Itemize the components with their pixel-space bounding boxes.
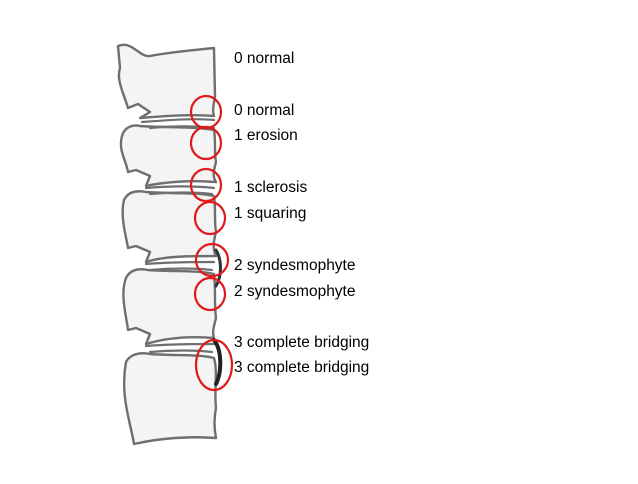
- grade-label-2: 0 normal: [234, 102, 295, 119]
- marker-circle-7: [194, 338, 234, 392]
- grade-label-6: 2 syndesmophyte: [234, 257, 356, 274]
- vertebrae: [116, 43, 218, 446]
- marker-circles: [189, 94, 234, 392]
- marker-circle-4: [193, 200, 227, 236]
- marker-circle-6: [193, 276, 227, 312]
- vertebra-4: [122, 268, 218, 346]
- grade-label-1: 0 normal: [234, 50, 295, 67]
- grade-label-8: 3 complete bridging: [234, 334, 370, 351]
- disc-2: [144, 185, 216, 190]
- disc-2-lower: [148, 191, 214, 196]
- grade-label-5: 1 squaring: [234, 205, 307, 222]
- vertebra-3: [121, 190, 218, 264]
- vertebra-5: [122, 352, 218, 446]
- marker-circle-5: [194, 242, 230, 278]
- disc-3: [144, 260, 216, 266]
- disc-outlines: [140, 118, 223, 386]
- vertebra-2: [119, 124, 218, 188]
- disc-4: [144, 342, 216, 348]
- disc-4-lower: [148, 349, 214, 354]
- syndesmophyte-mark: [214, 248, 222, 288]
- grade-label-4: 1 sclerosis: [234, 179, 308, 196]
- vertebra-1: [116, 43, 217, 120]
- grade-label-7: 2 syndesmophyte: [234, 283, 356, 300]
- marker-circle-3: [189, 167, 223, 203]
- grade-label-9: 3 complete bridging: [234, 359, 370, 376]
- grade-label-3: 1 erosion: [234, 127, 298, 144]
- bridging-mark: [212, 338, 223, 386]
- disc-1: [140, 118, 216, 124]
- marker-circle-2: [189, 125, 223, 161]
- disc-3-lower: [148, 267, 214, 272]
